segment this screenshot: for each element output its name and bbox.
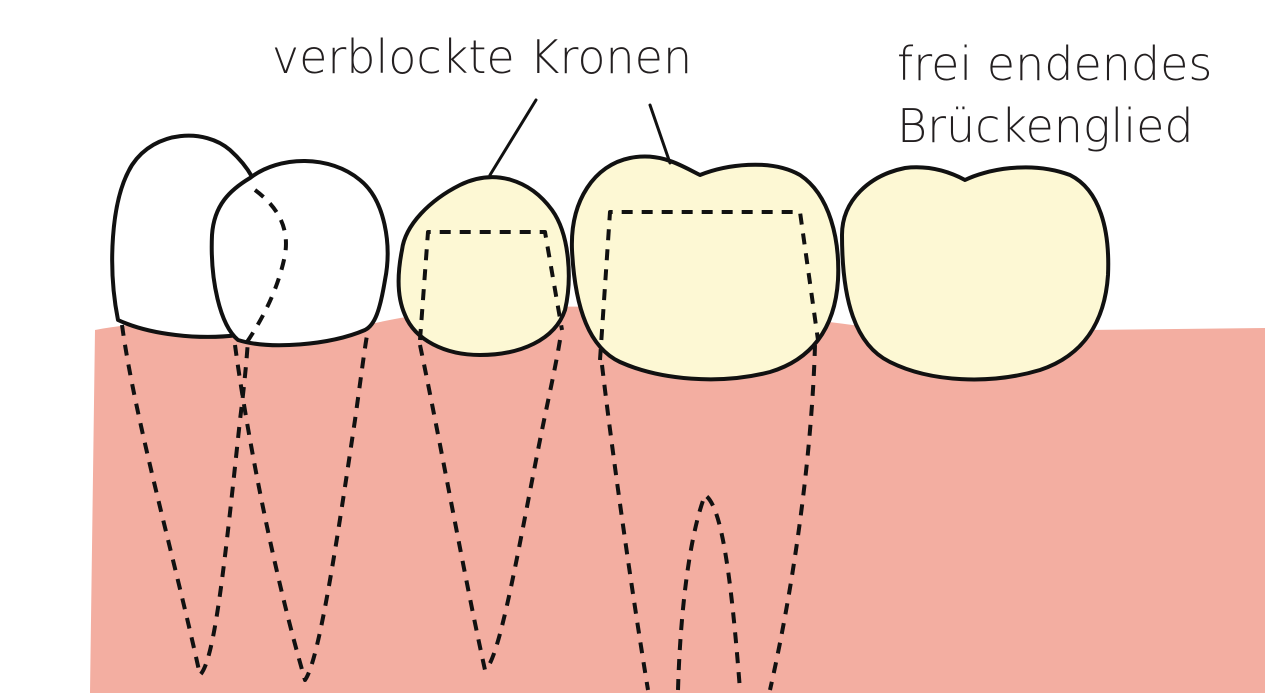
natural-tooth-front xyxy=(212,161,388,345)
label-cantilever-line1: frei endendes xyxy=(897,37,1212,91)
cantilever-pontic xyxy=(842,167,1108,379)
label-cantilever-line2: Brückenglied xyxy=(897,99,1194,153)
leader-line-molar xyxy=(650,105,670,163)
label-splinted-crowns: verblockte Kronen xyxy=(272,30,692,84)
splinted-crown-premolar xyxy=(399,177,569,355)
splinted-crown-molar xyxy=(572,156,838,379)
leader-line-premolar xyxy=(490,100,536,175)
